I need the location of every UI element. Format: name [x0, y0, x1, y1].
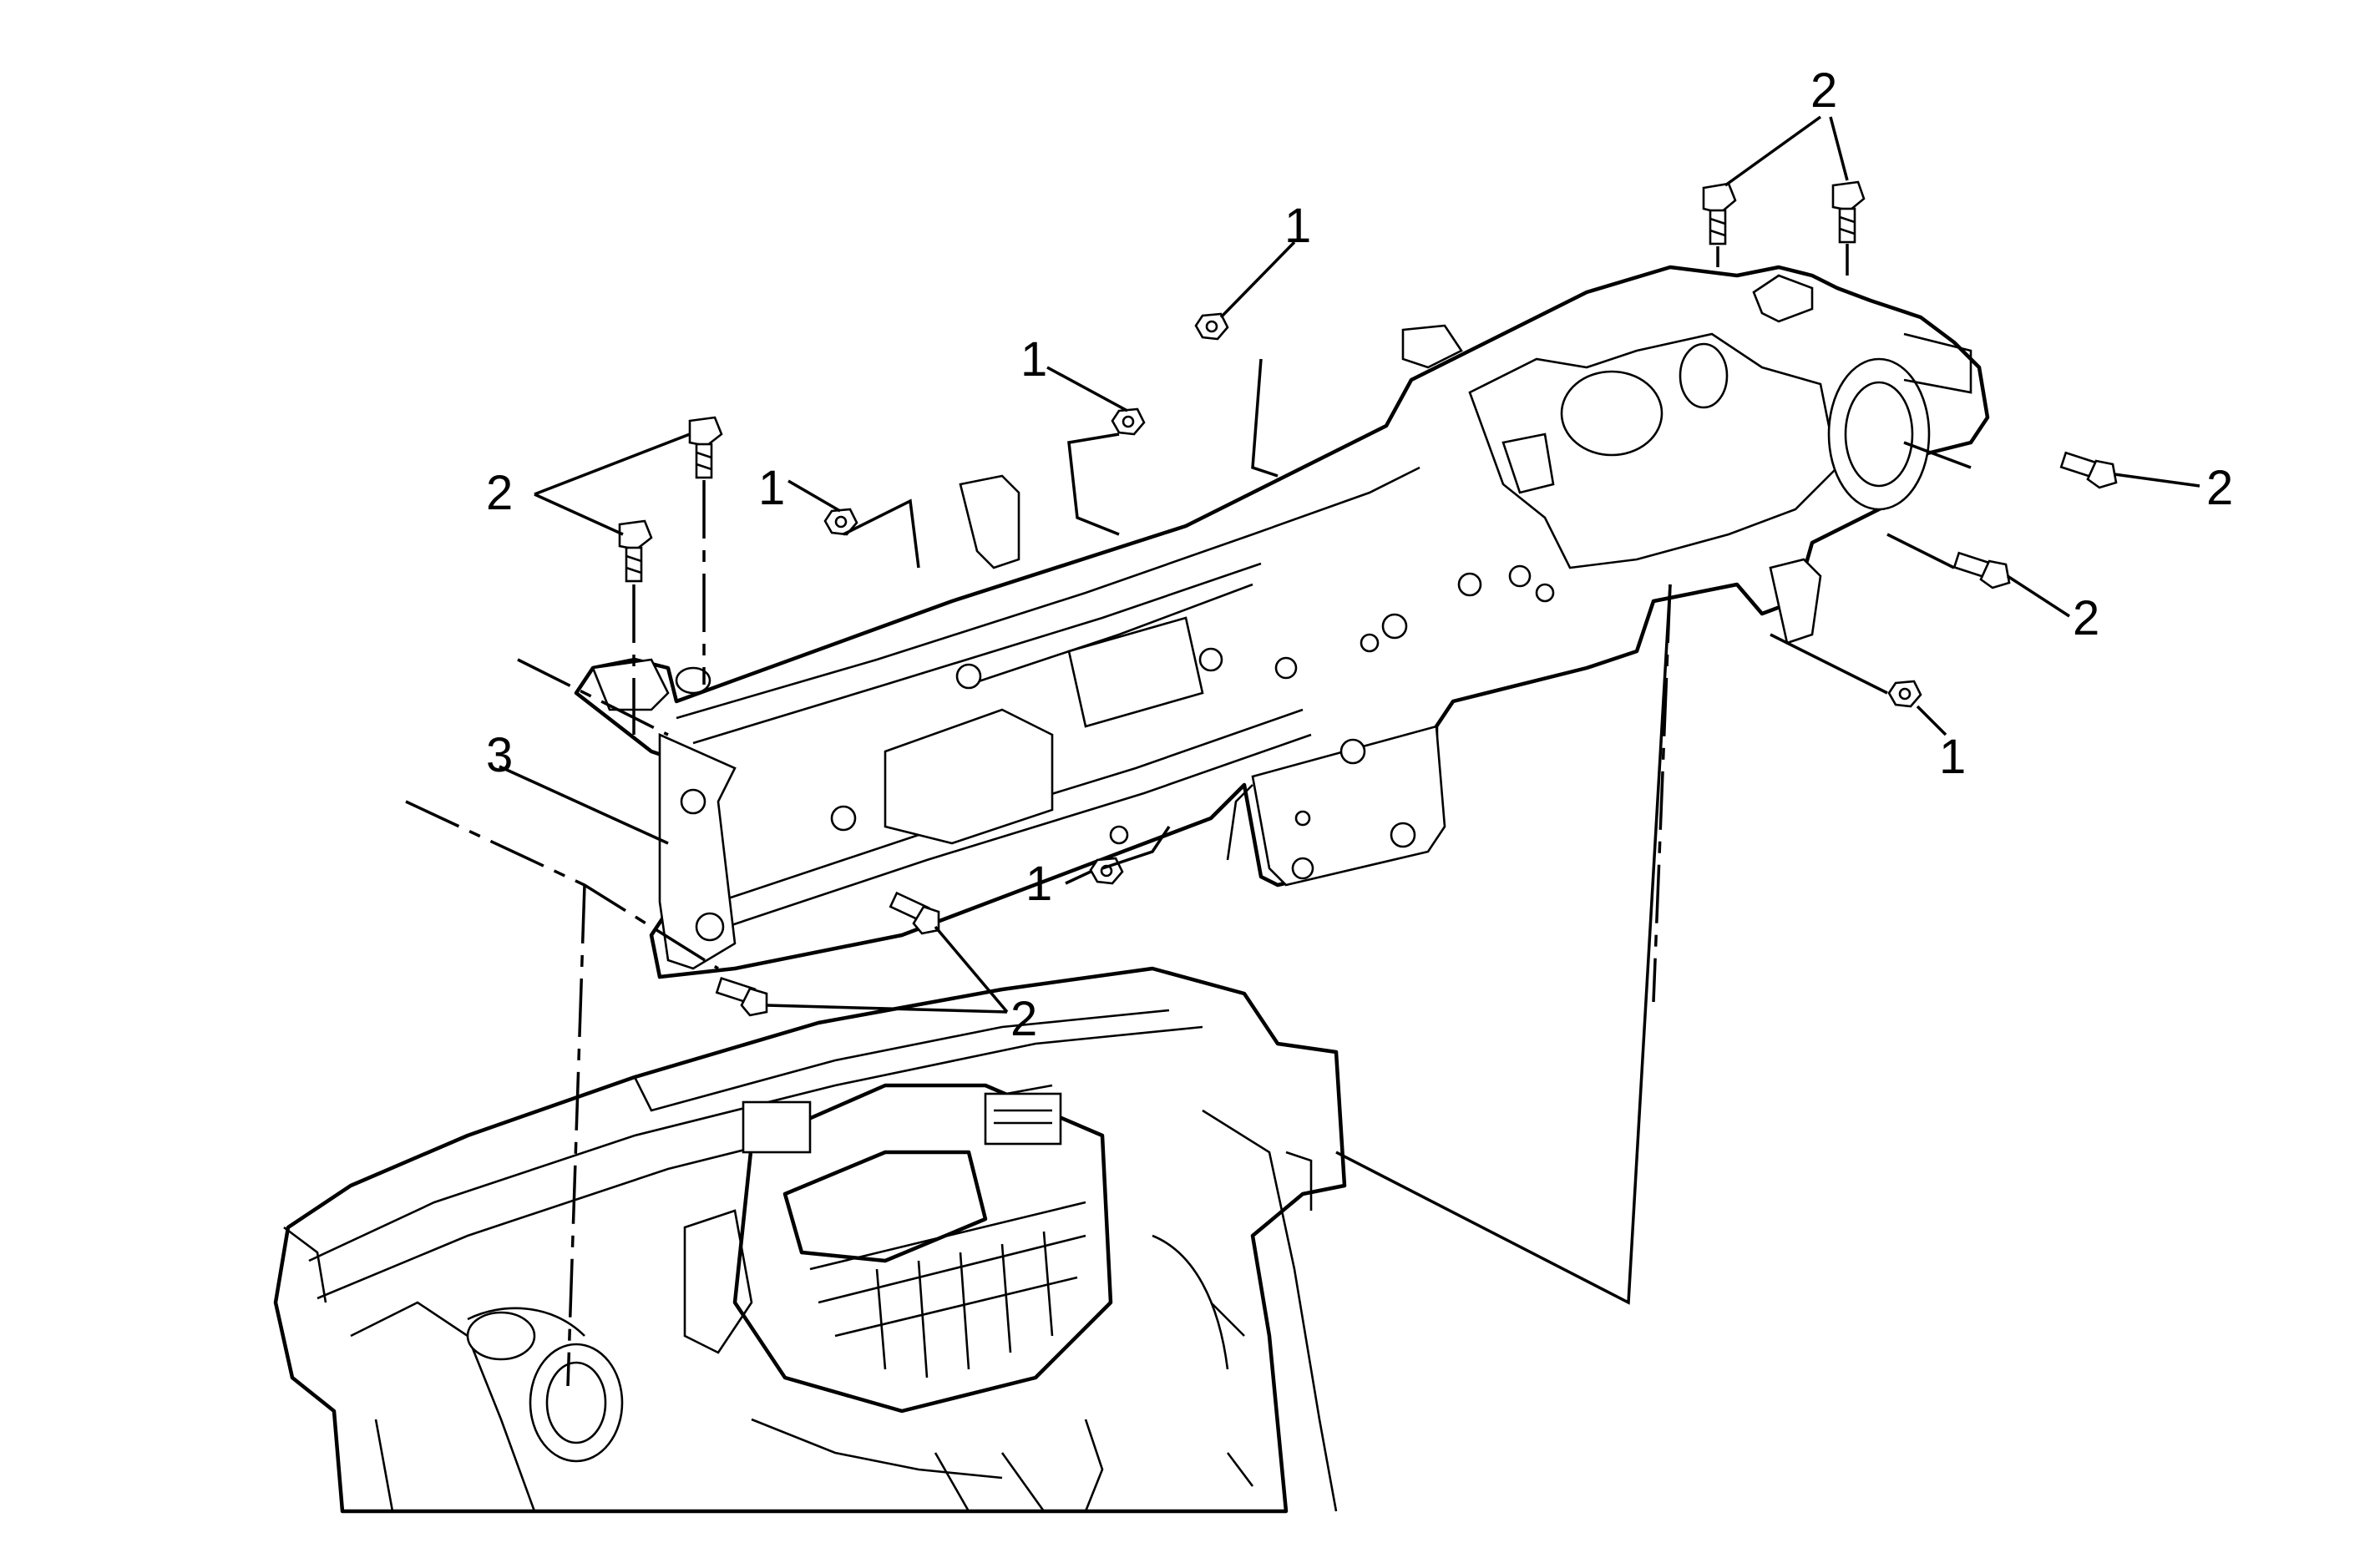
bolt-right-upper: [2059, 451, 2118, 489]
callout-lower-center-fastener: 1: [1025, 857, 1052, 911]
nut-left-mid: [823, 508, 858, 536]
nut-right: [1887, 680, 1922, 708]
cross-car-beam: [574, 265, 1990, 979]
callout-left-mid-fastener: 1: [758, 461, 785, 515]
callout-upper-mid-fastener: 1: [1020, 332, 1047, 387]
callout-lower-left-bolts: 2: [1010, 992, 1037, 1046]
callout-right-lower-bolt: 2: [2073, 591, 2099, 645]
callout-bracket: 3: [486, 728, 513, 782]
nut-upper-mid: [1111, 407, 1146, 436]
bolt-top-left-a: [688, 416, 723, 479]
bolt-top-right-b: [1831, 180, 1866, 244]
callout-top-center-fastener: 1: [1284, 199, 1311, 253]
hvac-module: [683, 1083, 1113, 1414]
nut-top-center: [1194, 312, 1229, 341]
callout-right-fastener: 1: [1939, 730, 1966, 784]
bolt-top-right-a: [1702, 182, 1737, 245]
callout-labels: 2 1 1 1 2 2 2 1 3 1 2: [486, 63, 2233, 1046]
alignment-lines: [405, 244, 1849, 1387]
callout-right-upper-bolt: 2: [2206, 461, 2233, 515]
bolt-right-lower: [1952, 551, 2011, 589]
callout-top-left-pair: 2: [486, 466, 513, 520]
callout-top-right-pair: 2: [1810, 63, 1837, 118]
leader-lines: [499, 115, 2200, 1305]
bolt-top-left-b: [618, 519, 653, 583]
bolt-lower-left-b: [715, 977, 768, 1017]
bolt-lower-left-a: [889, 891, 940, 935]
